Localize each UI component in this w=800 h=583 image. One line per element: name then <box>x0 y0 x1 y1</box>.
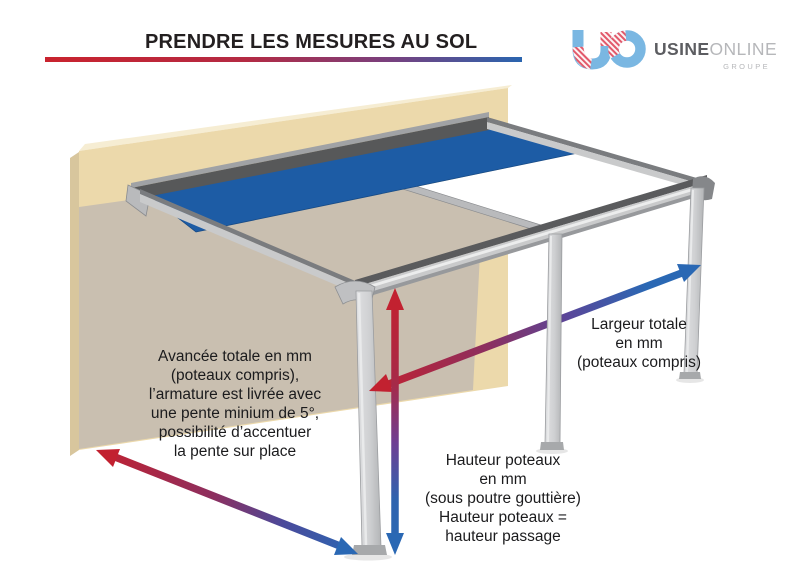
label-line: Hauteur poteaux <box>445 452 561 469</box>
center-front-post <box>536 233 568 454</box>
logo-name-light: ONLINE <box>709 39 778 59</box>
usineonline-logo: USINEONLINE GROUPE <box>568 22 778 80</box>
label-line: en mm <box>479 471 527 488</box>
label-line: Hauteur poteaux = <box>439 509 567 526</box>
logo-wordmark: USINEONLINE <box>654 39 777 60</box>
label-line: Avancée totale en mm <box>158 348 312 365</box>
avancee-arrow-line <box>108 451 347 552</box>
logo-subtitle: GROUPE <box>723 62 770 71</box>
wall-top-face <box>79 85 512 151</box>
largeur-arrowhead-red <box>369 374 393 392</box>
left-rafter <box>140 194 362 296</box>
left-rafter-edge <box>140 189 360 288</box>
center-post-highlight <box>547 235 552 443</box>
label-largeur-totale: Largeur totale en mm (poteaux compris) <box>539 315 739 372</box>
logo-o-stripes <box>608 30 627 59</box>
logo-u-stripes-2 <box>572 46 593 70</box>
roof-open-left-area <box>150 188 557 291</box>
label-hauteur-poteaux: Hauteur poteaux en mm (sous poutre goutt… <box>395 451 611 546</box>
front-gutter-top-edge <box>355 175 707 287</box>
pergola-roof <box>125 112 715 305</box>
largeur-arrowhead-blue <box>677 264 701 282</box>
arrow-avancee <box>96 449 358 555</box>
right-post-highlight <box>686 189 694 373</box>
page-title: PRENDRE LES MESURES AU SOL <box>145 31 478 53</box>
logo-name-bold: USINE <box>654 39 710 59</box>
label-line: une pente minium de 5°, <box>150 405 320 422</box>
label-line: l’armature est livrée avec <box>148 386 322 403</box>
label-line: hauteur passage <box>445 528 561 545</box>
label-line: possibilité d’accentuer <box>158 424 312 441</box>
pergola-posts <box>344 187 705 561</box>
largeur-arrow-line <box>379 267 689 391</box>
left-post-foot <box>352 545 387 555</box>
hauteur-arrowhead-blue <box>386 533 404 555</box>
right-rail-edge <box>487 117 707 186</box>
front-gutter-highlight <box>356 184 706 292</box>
avancee-arrowhead-blue <box>334 537 358 555</box>
avancee-arrowhead-red <box>96 449 120 467</box>
label-line: en mm <box>615 335 663 352</box>
title-underline-gradient <box>45 57 522 62</box>
left-post-highlight <box>357 292 368 546</box>
label-line: (poteaux compris), <box>170 367 300 384</box>
label-line: (poteaux compris) <box>576 354 702 371</box>
label-line: (sous poutre gouttière) <box>425 490 581 507</box>
wall-left-face <box>70 152 79 456</box>
label-line: Largeur totale <box>591 316 687 333</box>
arrow-largeur <box>369 264 701 392</box>
front-gutter-shade <box>357 190 707 300</box>
arrow-hauteur <box>386 288 404 555</box>
rear-beam-highlight <box>131 112 489 188</box>
roof-white-panel <box>411 153 706 233</box>
rear-wall-beam <box>131 117 489 200</box>
left-post-ground-shadow <box>344 553 392 561</box>
uo-monogram-icon <box>572 30 646 70</box>
hauteur-arrowhead-red <box>386 288 404 310</box>
right-post-foot <box>679 372 701 379</box>
label-avancee-totale: Avancée totale en mm (poteaux compris), … <box>105 347 365 461</box>
label-line: la pente sur place <box>173 443 297 460</box>
right-rail <box>487 122 707 192</box>
center-post-foot <box>540 442 564 450</box>
